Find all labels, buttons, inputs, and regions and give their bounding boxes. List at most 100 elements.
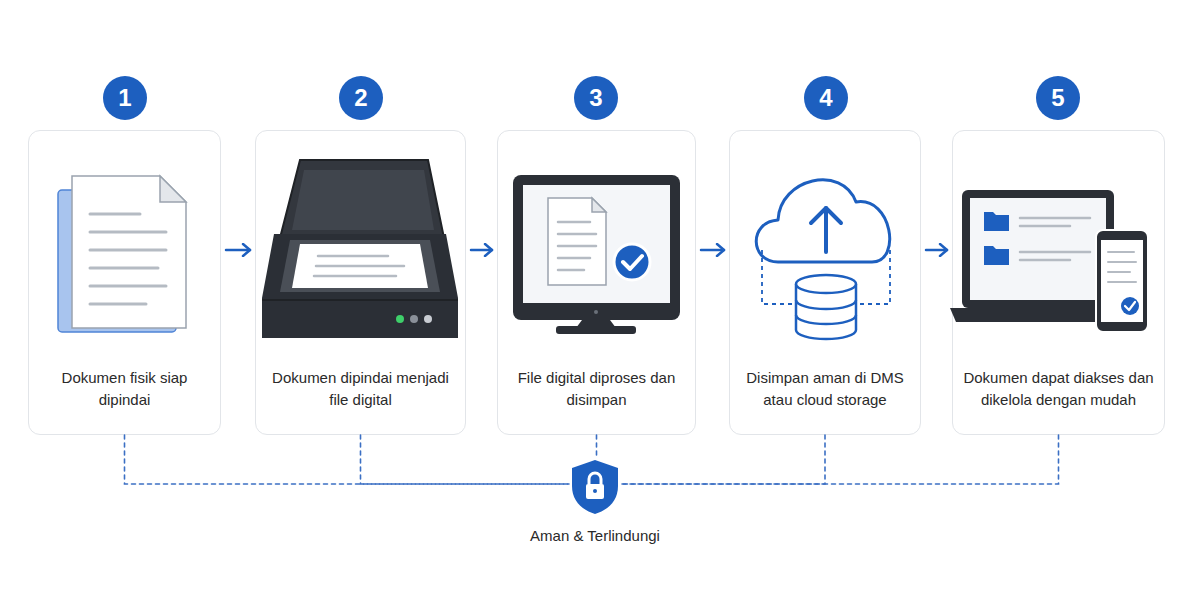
list-line [1108, 251, 1134, 253]
text-lines [314, 256, 404, 276]
lid-inner [292, 170, 434, 230]
dashed-connector [621, 435, 825, 484]
text-line [90, 231, 166, 234]
callout-number: 3 [573, 75, 619, 121]
lock-keyhole [593, 489, 597, 493]
text-line [316, 265, 404, 268]
dashed-connector [125, 435, 570, 484]
callout-number: 1 [102, 75, 148, 121]
security-shield: Aman & Terlindungi [569, 458, 621, 516]
lock-shackle [589, 473, 601, 484]
status-light [396, 315, 404, 323]
process-card: Dokumen dapat diakses dan dikelola denga… [952, 130, 1165, 435]
sync-lines [762, 250, 890, 304]
flow-arrow [701, 249, 724, 252]
front-sheet [72, 176, 186, 328]
scanner-illustration [262, 160, 458, 338]
text-line [558, 221, 590, 224]
check-mark [623, 256, 642, 269]
text-line [558, 245, 596, 248]
step-circle-fill [339, 76, 383, 120]
list-line [1108, 261, 1136, 263]
list-line [1020, 225, 1070, 228]
list-line [1020, 251, 1090, 254]
flow-arrow [926, 249, 947, 252]
upload-arrow [824, 208, 828, 252]
status-light [410, 315, 418, 323]
file-page [548, 198, 606, 285]
database-body [796, 284, 856, 339]
folder-icon [984, 246, 1009, 265]
power-dot [594, 310, 598, 314]
step-circle-fill [1036, 76, 1080, 120]
check-mark [1125, 302, 1135, 310]
process-card: Dokumen fisik siap dipindai [28, 130, 221, 435]
laptop-frame [962, 190, 1114, 308]
text-lines [558, 222, 596, 270]
status-light [424, 315, 432, 323]
text-line [558, 257, 590, 260]
phone-frame [1096, 230, 1148, 332]
page-fold [160, 176, 186, 202]
list-line [1108, 271, 1130, 273]
back-sheet [58, 190, 176, 332]
list-lines [1020, 218, 1090, 260]
phone-screen [1101, 240, 1143, 322]
sync-line [856, 250, 890, 304]
dashed-connector [361, 435, 570, 484]
process-card: File digital diproses dan disimpan [497, 130, 696, 435]
text-line [558, 269, 584, 272]
flow-arrow [471, 249, 492, 252]
database-band [796, 300, 856, 309]
text-line [314, 275, 396, 278]
text-line [90, 249, 166, 252]
text-line [90, 285, 166, 288]
database-top [796, 275, 856, 293]
database-band [796, 315, 856, 324]
step-circle-fill [574, 76, 618, 120]
laptop-screen [970, 198, 1106, 300]
monitor-frame [513, 175, 680, 320]
step-description: Dokumen dipindai menjadi file digital [262, 367, 459, 411]
check-badge [1121, 297, 1139, 315]
text-lines [90, 214, 166, 304]
monitor-illustration [513, 175, 680, 334]
scanned-paper [292, 244, 428, 288]
body-edge [262, 299, 458, 301]
process-card: Dokumen dipindai menjadi file digital [255, 130, 466, 435]
laptop-base [950, 308, 1126, 322]
check-badge [614, 244, 650, 280]
step-number: 2 [338, 75, 384, 121]
cloud-outline [756, 180, 889, 262]
callout-number: 2 [338, 75, 384, 121]
scanner-body [262, 234, 458, 338]
step-description: Dokumen dapat diakses dan dikelola denga… [959, 367, 1158, 411]
callout-number: 5 [1035, 75, 1081, 121]
shield-shape [569, 458, 621, 516]
text-line [318, 255, 388, 258]
list-line [1020, 217, 1090, 220]
step-number: 1 [102, 75, 148, 121]
step-circle-fill [804, 76, 848, 120]
step-description: Dokumen fisik siap dipindai [35, 367, 214, 411]
step-number: 4 [803, 75, 849, 121]
list-lines [1108, 252, 1136, 282]
shield-fill [572, 460, 618, 514]
cloud-illustration [756, 180, 890, 339]
step-number: 5 [1035, 75, 1081, 121]
step-number: 3 [573, 75, 619, 121]
text-line [90, 267, 158, 270]
page-fold [592, 198, 606, 212]
process-card: Disimpan aman di DMS atau cloud storage [729, 130, 921, 435]
monitor-screen [523, 185, 670, 303]
folder-icon [984, 212, 1009, 231]
text-line [558, 233, 596, 236]
shield-label: Aman & Terlindungi [489, 526, 701, 546]
text-line [90, 303, 146, 306]
dashed-connector [621, 435, 1059, 484]
step-circle-fill [103, 76, 147, 120]
text-line [90, 213, 140, 216]
